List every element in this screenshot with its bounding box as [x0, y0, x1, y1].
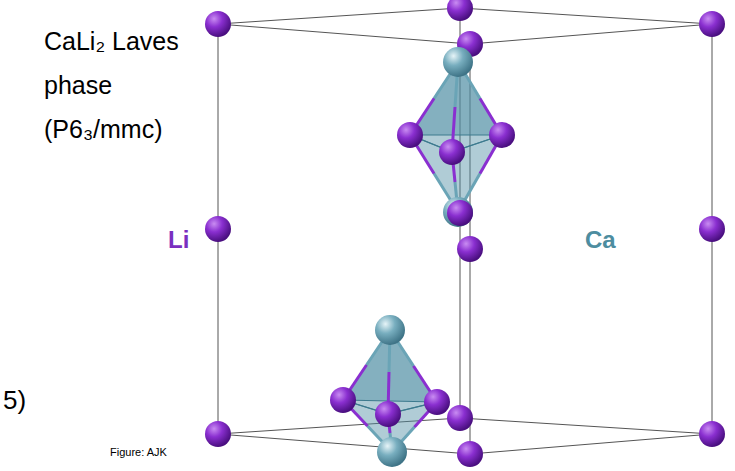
li-atom — [447, 200, 473, 226]
cell-edge — [470, 24, 712, 44]
li-atom — [439, 139, 465, 165]
cell-edge — [218, 8, 460, 24]
li-atom — [205, 216, 231, 242]
ca-atom — [375, 315, 405, 345]
li-atom — [330, 387, 356, 413]
li-atom — [489, 122, 515, 148]
li-atom — [205, 11, 231, 37]
li-atom — [375, 401, 401, 427]
ca-atom — [377, 437, 407, 467]
li-atom — [397, 122, 423, 148]
atoms — [205, 0, 725, 467]
li-atom — [699, 421, 725, 447]
li-atom — [457, 441, 483, 467]
atom-label: Li — [168, 226, 189, 255]
li-atom — [699, 216, 725, 242]
li-atom — [457, 236, 483, 262]
polyhedra — [343, 62, 502, 452]
li-atom — [205, 421, 231, 447]
li-atom — [447, 405, 473, 431]
atom-label: Ca — [585, 226, 616, 255]
ca-atom — [443, 47, 473, 77]
li-atom — [699, 11, 725, 37]
cell-edge — [218, 434, 470, 454]
unit-cell — [218, 8, 712, 454]
ca-atom — [443, 197, 473, 227]
li-atom — [447, 0, 473, 21]
cut-text: 5) — [3, 385, 26, 416]
credit: Figure: AJK — [110, 446, 167, 459]
cell-edge — [470, 434, 712, 454]
title: CaLi₂ Laves phase (P6₃/mmc) — [44, 20, 196, 151]
cell-edge — [218, 418, 460, 434]
cell-edge — [460, 418, 712, 434]
li-atom — [424, 389, 450, 415]
cell-edge — [218, 24, 470, 44]
cell-edge — [460, 8, 712, 24]
